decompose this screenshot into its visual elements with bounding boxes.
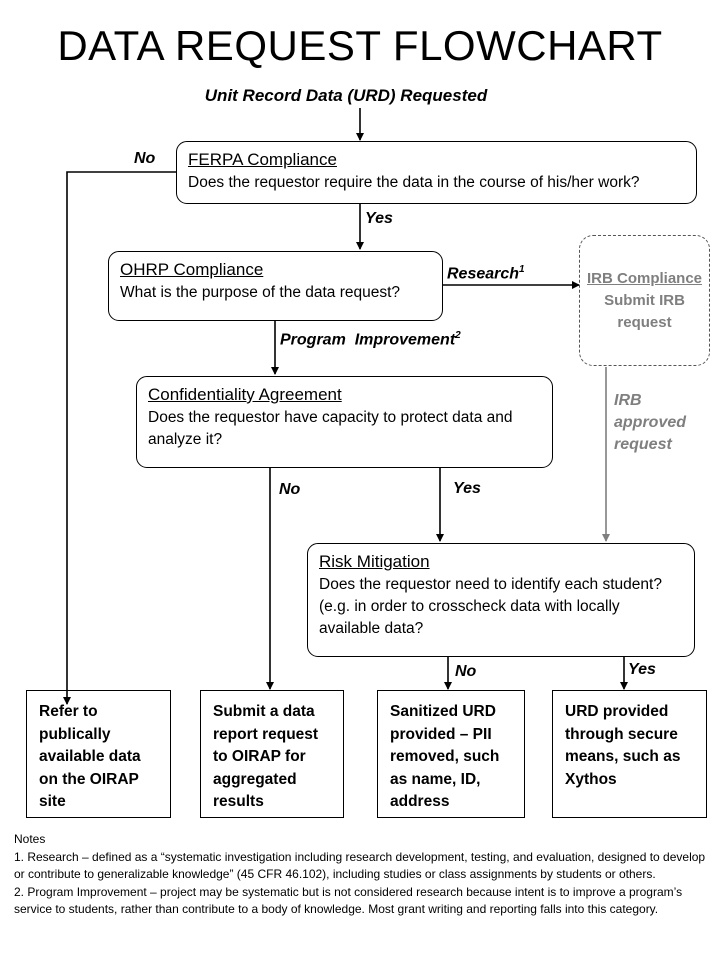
ohrp-heading: OHRP Compliance: [120, 260, 264, 279]
program-improvement-label: Program Improvement2: [280, 330, 461, 349]
irb-line-2: request: [617, 314, 672, 331]
irb-approved-line-2: approved: [614, 414, 687, 431]
risk-yes-label: Yes: [628, 661, 656, 678]
irb-approved-label: IRB approved request: [614, 390, 686, 456]
outcome-refer-public: Refer to publically available data on th…: [26, 690, 171, 818]
program-footnote-mark: 2: [455, 330, 461, 341]
confidentiality-yes-label: Yes: [453, 480, 481, 497]
notes-heading: Notes: [14, 832, 46, 846]
ohrp-question: What is the purpose of the data request?: [120, 284, 401, 301]
irb-line-1: Submit IRB: [604, 292, 685, 309]
risk-no-label: No: [455, 663, 477, 680]
risk-box: Risk Mitigation Does the requestor need …: [307, 543, 695, 657]
outcome-secure-urd: URD provided through secure means, such …: [552, 690, 707, 818]
ferpa-box: FERPA Compliance Does the requestor requ…: [176, 141, 697, 204]
research-footnote-mark: 1: [519, 264, 525, 275]
outcome-sanitized-urd: Sanitized URD provided – PII removed, su…: [377, 690, 525, 818]
confidentiality-box: Confidentiality Agreement Does the reque…: [136, 376, 553, 468]
ferpa-heading: FERPA Compliance: [188, 150, 337, 169]
page-title: DATA REQUEST FLOWCHART: [57, 22, 663, 69]
outcome-data-report-request: Submit a data report request to OIRAP fo…: [200, 690, 344, 818]
notes-section: Notes 1. Research – defined as a “system…: [14, 831, 714, 919]
confidentiality-no-label: No: [279, 481, 301, 498]
arrow-ferpa-no: [63, 171, 179, 705]
research-text: Research: [447, 265, 520, 283]
risk-heading: Risk Mitigation: [319, 552, 430, 571]
start-label: Unit Record Data (URD) Requested: [204, 86, 488, 105]
ohrp-box: OHRP Compliance What is the purpose of t…: [108, 251, 443, 321]
irb-heading: IRB Compliance: [586, 270, 703, 287]
note-2: 2. Program Improvement – project may be …: [14, 884, 683, 917]
program-improvement-text: Program Improvement: [280, 331, 456, 349]
research-label: Research1: [447, 264, 525, 283]
irb-approved-line-3: request: [614, 436, 672, 453]
ferpa-no-label: No: [134, 150, 156, 167]
ferpa-question: Does the requestor require the data in t…: [188, 174, 640, 191]
confidentiality-question: Does the requestor have capacity to prot…: [148, 409, 513, 448]
irb-box: IRB Compliance Submit IRB request: [579, 235, 710, 366]
irb-approved-line-1: IRB: [614, 392, 642, 409]
ferpa-yes-label: Yes: [365, 210, 393, 227]
note-1: 1. Research – defined as a “systematic i…: [14, 849, 706, 882]
confidentiality-heading: Confidentiality Agreement: [148, 385, 342, 404]
risk-question: Does the requestor need to identify each…: [319, 576, 662, 637]
